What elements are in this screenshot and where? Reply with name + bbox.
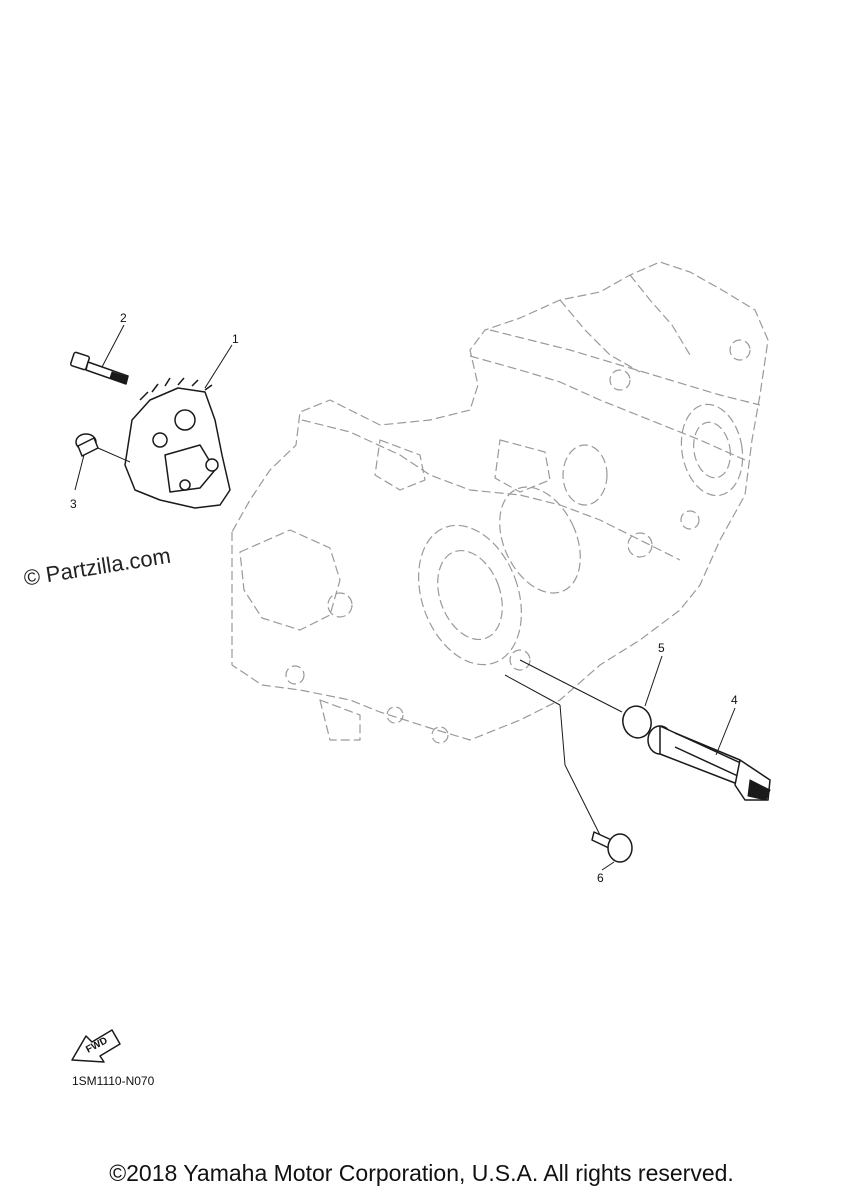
oil-pump-assembly[interactable]	[124, 344, 233, 509]
callout-4: 4	[731, 693, 738, 707]
diagram-code: 1SM1110-N070	[72, 1074, 155, 1088]
crankcase-outline	[231, 261, 769, 744]
callout-3: 3	[70, 497, 77, 511]
dowel-pin[interactable]	[74, 433, 131, 491]
strainer-bolt[interactable]	[504, 674, 633, 871]
copyright-notice: ©2018 Yamaha Motor Corporation, U.S.A. A…	[109, 1160, 734, 1186]
callout-1: 1	[232, 332, 239, 346]
callout-2: 2	[120, 311, 127, 325]
fwd-arrow-icon: FWD	[71, 1029, 121, 1063]
pump-bolt[interactable]	[69, 324, 129, 385]
o-ring[interactable]	[519, 655, 663, 741]
oil-strainer[interactable]	[647, 707, 771, 801]
callout-6: 6	[597, 871, 604, 885]
callout-5: 5	[658, 641, 665, 655]
